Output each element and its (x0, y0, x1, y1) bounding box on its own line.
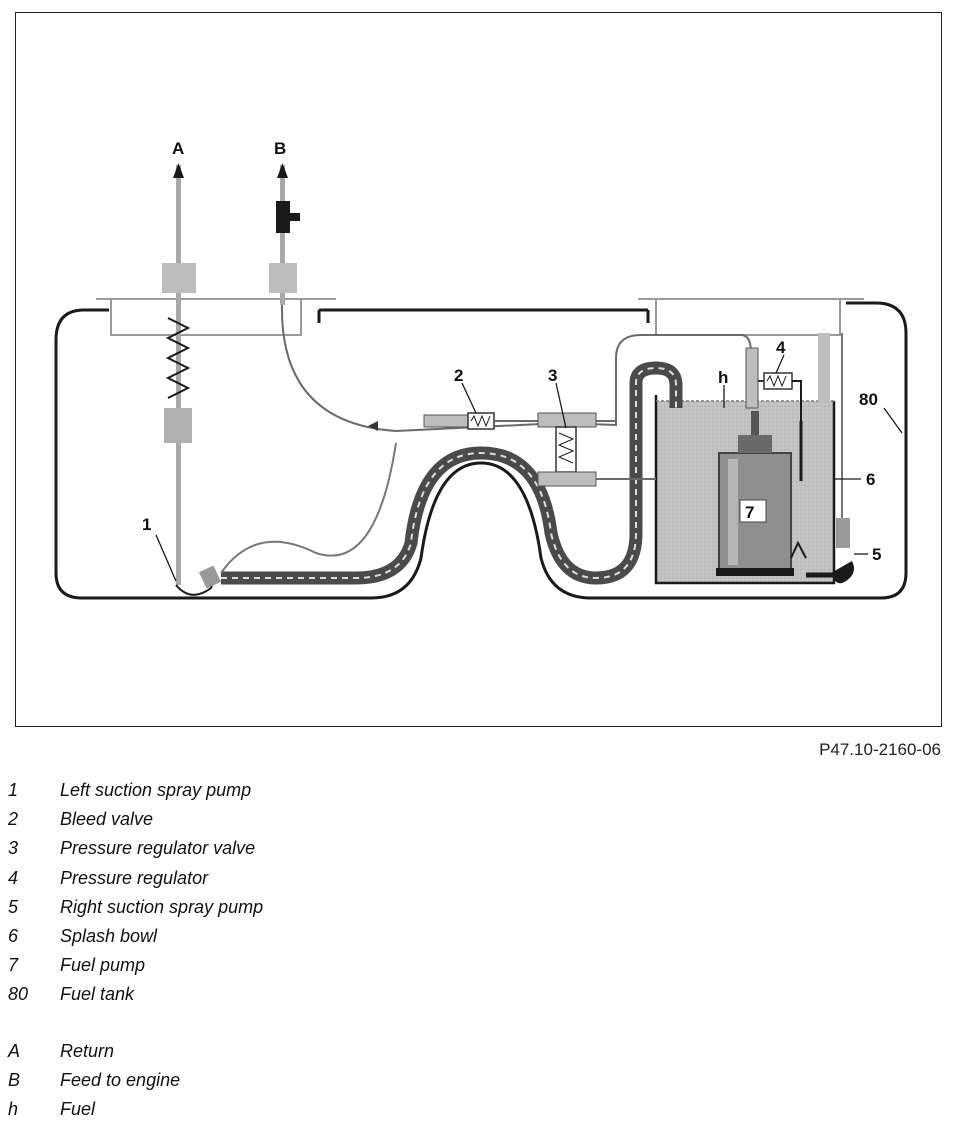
fuel-pump (716, 411, 807, 576)
fuel-system-diagram: A B 1 2 3 4 h 80 6 7 5 (54, 139, 908, 600)
left-suction-spray-pump (175, 442, 397, 596)
callout-80: 80 (859, 390, 878, 409)
legend-item: 6 Splash bowl (8, 922, 263, 951)
legend-key: B (8, 1070, 21, 1091)
legend-item: A Return (8, 1037, 180, 1066)
legend-item: 4 Pressure regulator (8, 864, 263, 893)
legend-text: Return (60, 1041, 115, 1061)
callout-h: h (718, 368, 728, 387)
pressure-regulator (745, 347, 802, 421)
callout-B: B (274, 139, 286, 158)
callout-3: 3 (548, 366, 557, 385)
legend-key: 6 (8, 925, 19, 946)
legend-text: Right suction spray pump (60, 896, 264, 917)
legend-key: 4 (8, 867, 19, 888)
legend-text: Left suction spray pump (60, 780, 252, 800)
suction-hose (221, 361, 683, 585)
legend-key: 2 (8, 809, 19, 830)
legend-item: 1 Left suction spray pump (8, 776, 263, 805)
fuel-tank (54, 301, 908, 600)
right-suction-spray-pump (806, 333, 854, 584)
feed-line (269, 163, 752, 433)
callout-2: 2 (454, 366, 463, 385)
legend-text: Pressure regulator (60, 867, 209, 888)
pressure-regulator-valve (537, 412, 656, 487)
legend-text: Fuel pump (60, 955, 146, 976)
legend-item: 80 Fuel tank (8, 980, 263, 1009)
legend-text: Feed to engine (60, 1070, 181, 1091)
legend-key: 5 (8, 896, 19, 917)
legend-key: 80 (8, 984, 29, 1005)
leader-lines (155, 354, 903, 582)
callout-1: 1 (142, 515, 151, 534)
legend-key: A (8, 1041, 21, 1061)
legend-text: Bleed valve (60, 809, 154, 830)
legend-item: 2 Bleed valve (8, 805, 263, 834)
legend-text: Fuel tank (60, 984, 135, 1005)
callout-5: 5 (872, 545, 881, 564)
callout-4: 4 (776, 338, 786, 357)
legend-text: Fuel (60, 1099, 96, 1120)
figure-reference-code: P47.10-2160-06 (819, 740, 941, 759)
legend-lettered: A Return B Feed to engine h Fuel (8, 1037, 180, 1125)
diagram-frame: A B 1 2 3 4 h 80 6 7 5 (15, 12, 942, 727)
callout-7: 7 (745, 503, 754, 522)
legend-key: h (8, 1099, 19, 1120)
tank-flanges (96, 298, 864, 336)
return-line (162, 163, 196, 585)
legend-item: 5 Right suction spray pump (8, 893, 263, 922)
legend-text: Pressure regulator valve (60, 838, 256, 859)
callout-A: A (172, 139, 184, 158)
legend-item: 7 Fuel pump (8, 951, 263, 980)
legend-text: Splash bowl (60, 925, 158, 946)
legend-key: 7 (8, 955, 19, 976)
legend-key: 1 (8, 780, 19, 800)
legend-key: 3 (8, 838, 19, 859)
legend-item: B Feed to engine (8, 1066, 180, 1095)
legend-item: h Fuel (8, 1095, 180, 1124)
callout-6: 6 (866, 470, 875, 489)
legend-item: 3 Pressure regulator valve (8, 834, 263, 863)
